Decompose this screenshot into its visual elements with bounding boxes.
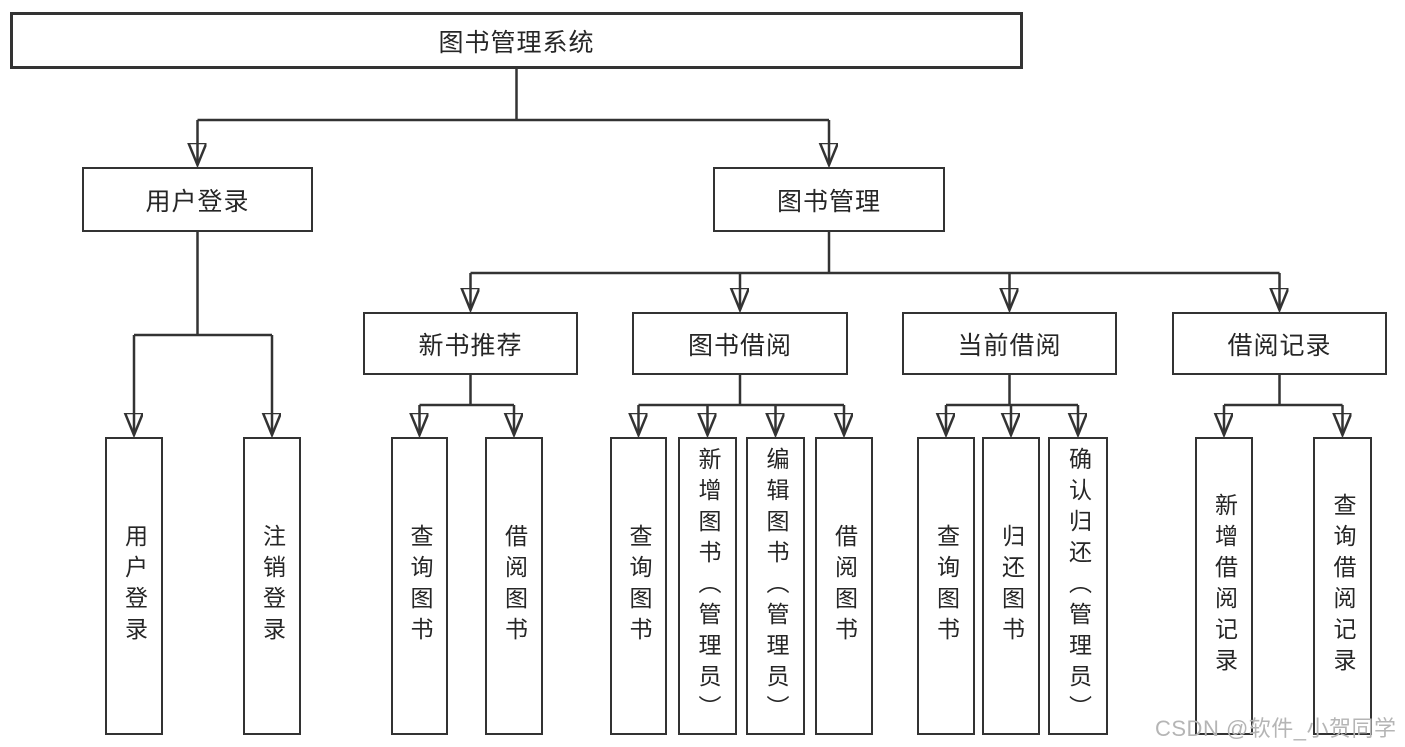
leaf-confirm-return-admin: 确认归还（管理员）: [1048, 437, 1108, 735]
leaf-borrow-book-rec: 借阅图书: [485, 437, 543, 735]
leaf-return-book: 归还图书: [982, 437, 1040, 735]
leaf-add-book-admin: 新增图书（管理员）: [678, 437, 737, 735]
leaf-query-book-rec: 查询图书: [391, 437, 448, 735]
leaf-query-book-borrow: 查询图书: [610, 437, 667, 735]
csdn-watermark: CSDN @软件_小贺同学: [1155, 716, 1397, 741]
leaf-edit-book-admin: 编辑图书（管理员）: [746, 437, 805, 735]
connector-new-book-rec-to-leaves: [420, 375, 515, 435]
leaf-query-borrow-record: 查询借阅记录: [1313, 437, 1372, 735]
node-root: 图书管理系统: [10, 12, 1023, 69]
leaf-user-login: 用户登录: [105, 437, 163, 735]
leaf-query-book-current: 查询图书: [917, 437, 975, 735]
node-book-manage: 图书管理: [713, 167, 945, 232]
connector-book-borrow-to-leaves: [639, 375, 845, 435]
leaf-borrow-book-borrow: 借阅图书: [815, 437, 873, 735]
node-user-login: 用户登录: [82, 167, 313, 232]
node-borrow-record: 借阅记录: [1172, 312, 1387, 375]
node-current-borrow: 当前借阅: [902, 312, 1117, 375]
node-book-borrow: 图书借阅: [632, 312, 848, 375]
connector-borrow-record-to-leaves: [1224, 375, 1343, 435]
connector-book-manage-to-level3: [471, 232, 1280, 310]
connector-root-to-level2: [198, 69, 830, 165]
connector-user-login-to-leaves: [134, 232, 272, 435]
leaf-add-borrow-record: 新增借阅记录: [1195, 437, 1253, 735]
node-new-book-rec: 新书推荐: [363, 312, 578, 375]
connector-current-borrow-to-leaves: [946, 375, 1078, 435]
leaf-logout: 注销登录: [243, 437, 301, 735]
